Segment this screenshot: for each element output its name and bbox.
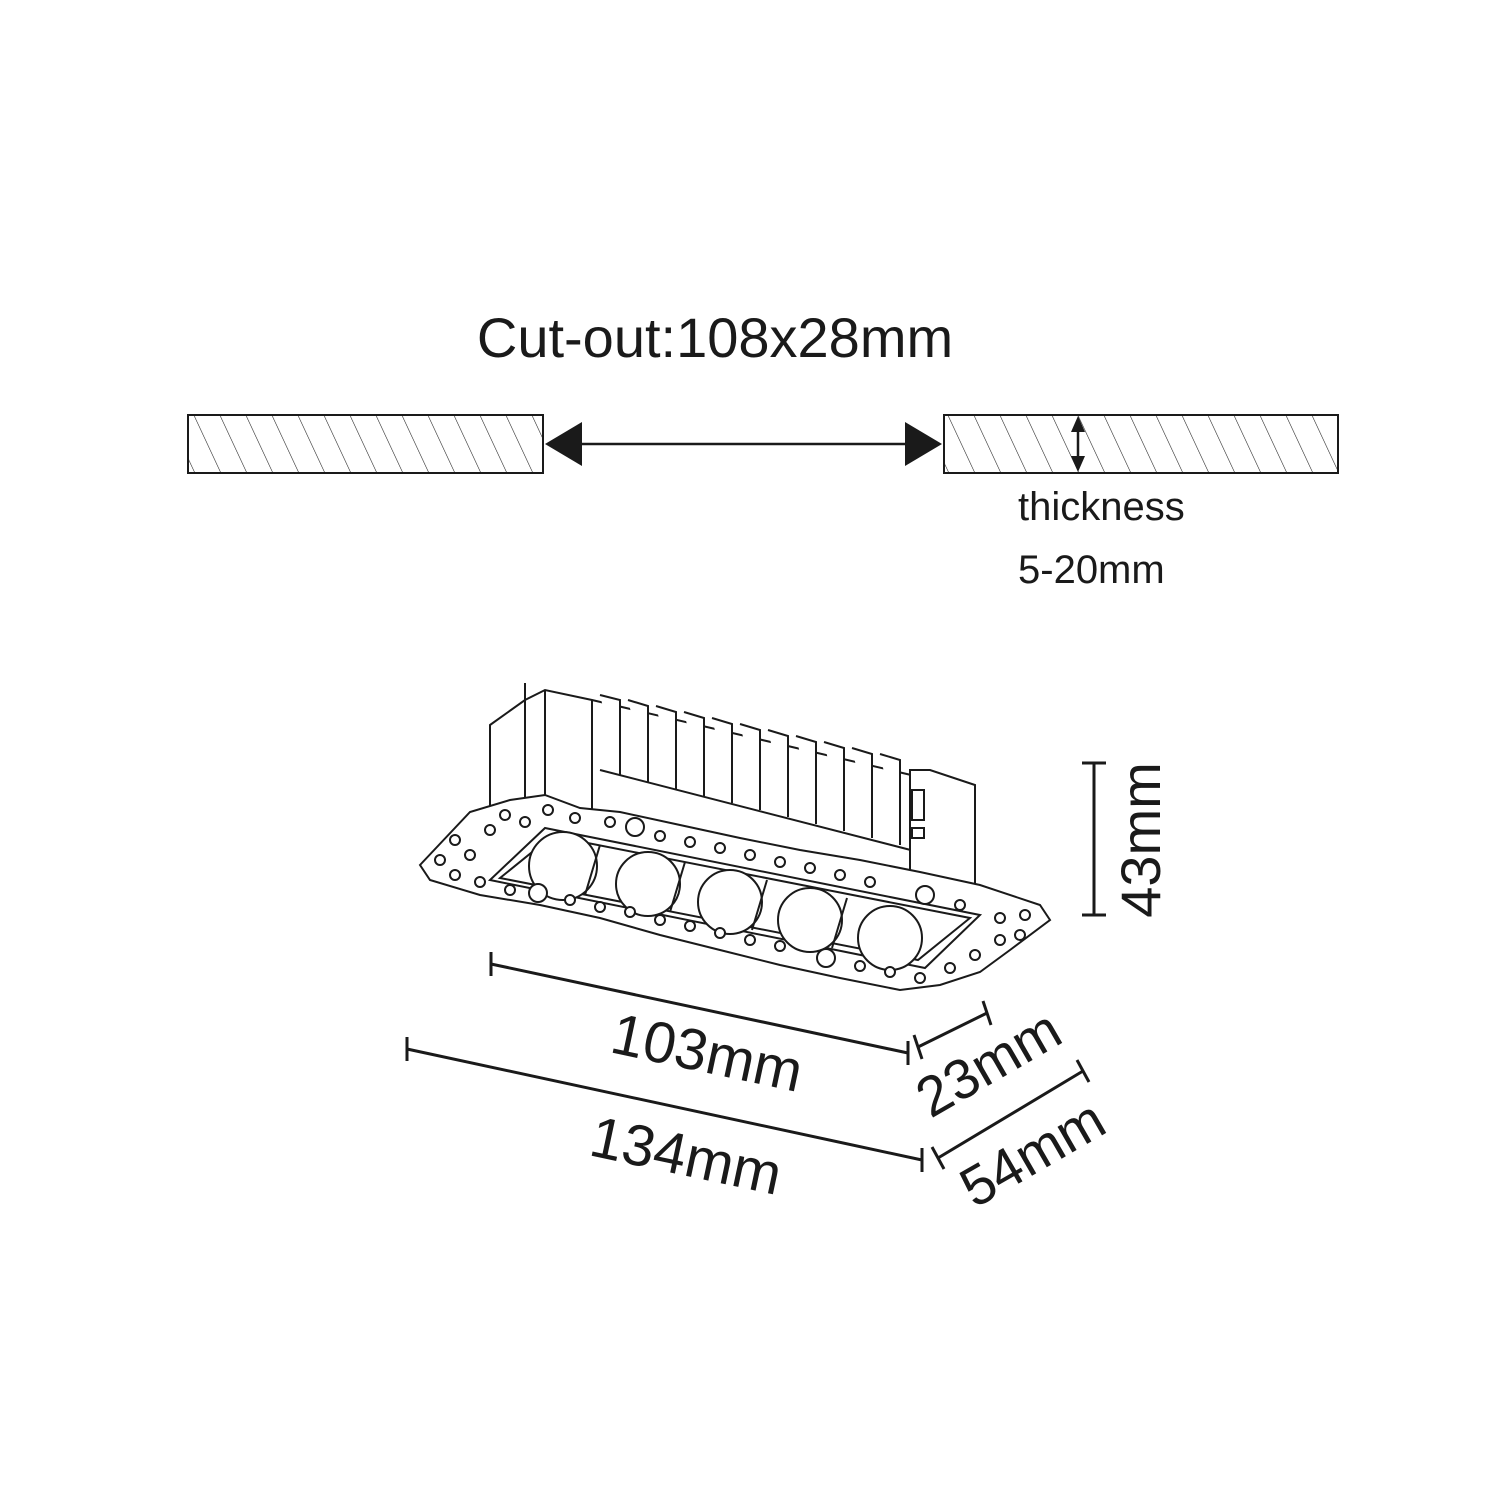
inner-length-dimension-line	[489, 952, 910, 1065]
cutout-width-arrow	[545, 422, 942, 466]
inner-width-dimension-line	[912, 1000, 993, 1060]
ceiling-left-section	[187, 414, 544, 474]
cutout-label: Cut-out:108x28mm	[477, 306, 953, 369]
heat-sink-fins	[599, 694, 901, 845]
led-lens-2	[615, 851, 681, 917]
led-lens-1	[528, 831, 598, 901]
ceiling-right-section	[943, 414, 1339, 474]
outer-width-dimension-line	[930, 1059, 1091, 1170]
outer-length-dimension-line	[405, 1037, 924, 1172]
flange-perforations	[434, 804, 1031, 984]
thickness-label: thickness	[1018, 485, 1185, 529]
height-dimension-line	[1082, 761, 1106, 917]
fixture-drawing	[418, 683, 1052, 992]
outer-length-label: 134mm	[585, 1104, 788, 1208]
led-lens-3	[697, 869, 763, 935]
led-lens-4	[777, 887, 843, 953]
inner-length-label: 103mm	[606, 1001, 809, 1105]
thickness-value: 5-20mm	[1018, 548, 1165, 592]
height-label: 43mm	[1109, 762, 1172, 918]
led-cells	[528, 831, 923, 971]
led-lens-5	[857, 905, 923, 971]
thickness-arrow	[1071, 416, 1085, 472]
